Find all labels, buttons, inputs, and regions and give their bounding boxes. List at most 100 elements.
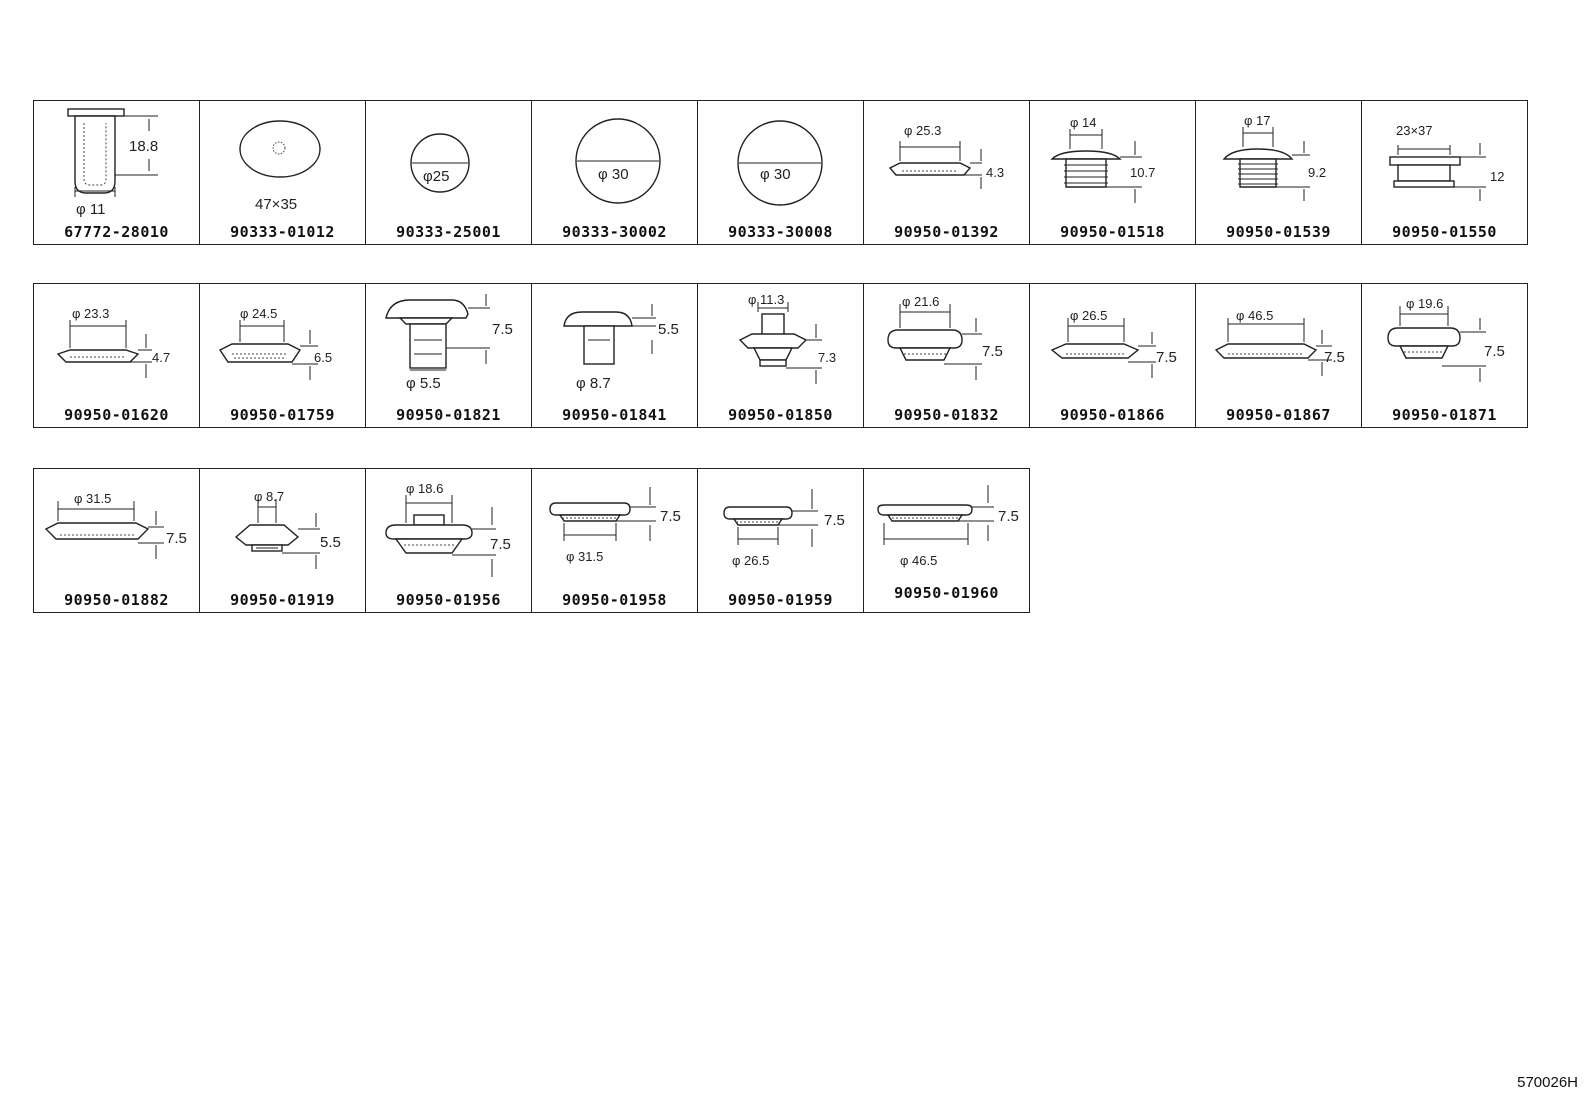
dim-label: φ 46.5	[1236, 308, 1273, 323]
grommet-drawing: φ 19.6 7.5	[1387, 296, 1505, 382]
dim-label: φ 14	[1070, 115, 1097, 130]
part-cell-90333-30002: φ 30 90333-30002	[532, 101, 698, 245]
part-number: 90950-01550	[1392, 223, 1497, 241]
part-cell-90950-01960: 7.5 φ 46.5 90950-01960	[864, 469, 1030, 613]
part-number: 90950-01539	[1226, 223, 1331, 241]
dim-label: 4.7	[152, 350, 170, 365]
part-cell-90950-01850: φ 11.3 7.3 90950-01850	[698, 284, 864, 428]
dim-label: 5.5	[658, 321, 679, 338]
part-cell-90950-01539: φ 17 9.2 90950-01539	[1196, 101, 1362, 245]
grommet-drawing: φ 8.7 5.5	[234, 489, 341, 569]
part-cell-90333-30008: φ 30 90333-30008	[698, 101, 864, 245]
grommet-drawing: φ 14 10.7	[1050, 115, 1155, 203]
part-cell-90950-01550: 23×37 12 90950-01550	[1362, 101, 1528, 245]
part-number: 90333-30002	[562, 223, 667, 241]
grommet-drawing: 7.5 φ 5.5	[385, 294, 513, 392]
round-plug-drawing: φ 30	[737, 120, 823, 206]
part-cell-90950-01871: φ 19.6 7.5 90950-01871	[1362, 284, 1528, 428]
dim-label: 12	[1490, 169, 1504, 184]
round-plug-drawing: φ 30	[575, 118, 661, 204]
grommet-drawing: 7.5 φ 31.5	[549, 487, 681, 564]
part-number: 90950-01392	[894, 223, 999, 241]
part-number: 90950-01956	[396, 591, 501, 609]
part-number: 90950-01620	[64, 406, 169, 424]
dim-label: φ 26.5	[1070, 308, 1107, 323]
dim-label: φ 31.5	[566, 549, 603, 564]
part-cell-90950-01759: φ 24.5 6.5 90950-01759	[200, 284, 366, 428]
dim-label: φ 26.5	[732, 553, 769, 568]
grommet-drawing: 5.5 φ 8.7	[563, 304, 679, 392]
dim-label: φ 24.5	[240, 306, 277, 321]
dim-label: 7.5	[824, 512, 845, 529]
grommet-drawing: φ 17 9.2	[1222, 113, 1326, 201]
grommet-drawing: φ 11.3 7.3	[738, 292, 836, 384]
grommet-drawing: φ 31.5 7.5	[44, 491, 187, 559]
part-cell-90950-01882: φ 31.5 7.5 90950-01882	[34, 469, 200, 613]
part-cell-90950-01620: φ 23.3 4.7 90950-01620	[34, 284, 200, 428]
dim-label: 7.5	[1484, 343, 1505, 360]
part-number: 90950-01832	[894, 406, 999, 424]
parts-row-2: φ 23.3 4.7 90950-01620 φ 24.5 6.5 90950-…	[33, 283, 1528, 428]
dim-label: φ 5.5	[406, 375, 441, 392]
grommet-drawing: 7.5 φ 46.5	[877, 485, 1019, 568]
part-cell-90950-01959: 7.5 φ 26.5 90950-01959	[698, 469, 864, 613]
part-number: 90950-01821	[396, 406, 501, 424]
part-number: 90950-01759	[230, 406, 335, 424]
part-cell-90950-01832: φ 21.6 7.5 90950-01832	[864, 284, 1030, 428]
dim-label: φ 25.3	[904, 123, 941, 138]
grommet-drawing: 7.5 φ 26.5	[723, 489, 845, 568]
part-cell-90950-01956: φ 18.6 7.5 90950-01956	[366, 469, 532, 613]
part-cell-90950-01866: φ 26.5 7.5 90950-01866	[1030, 284, 1196, 428]
grommet-drawing: φ 23.3 4.7	[56, 306, 170, 378]
part-number: 90950-01959	[728, 591, 833, 609]
dim-label: 4.3	[986, 165, 1004, 180]
dim-label: φ 8.7	[254, 489, 284, 504]
part-cell-90333-25001: φ25 90333-25001	[366, 101, 532, 245]
part-cell-90950-01518: φ 14 10.7 90950-01518	[1030, 101, 1196, 245]
dim-label: 7.5	[1324, 349, 1345, 366]
dim-label: 6.5	[314, 350, 332, 365]
dim-label: φ 30	[598, 166, 629, 183]
dim-label: φ 19.6	[1406, 296, 1443, 311]
part-number: 90333-01012	[230, 223, 335, 241]
dim-label: 7.5	[1156, 349, 1177, 366]
part-cell-90950-01867: φ 46.5 7.5 90950-01867	[1196, 284, 1362, 428]
part-number: 90333-30008	[728, 223, 833, 241]
dim-label: 7.5	[998, 508, 1019, 525]
dim-label: φ 30	[760, 166, 791, 183]
part-number: 90950-01960	[894, 584, 999, 602]
dim-label: 7.5	[982, 343, 1003, 360]
parts-row-3: φ 31.5 7.5 90950-01882 φ 8.7 5.5 90950-0…	[33, 468, 1030, 613]
part-number: 90950-01866	[1060, 406, 1165, 424]
part-cell-90950-01392: φ 25.3 4.3 90950-01392	[864, 101, 1030, 245]
dim-label: φ 11	[76, 201, 105, 218]
grommet-drawing: φ 46.5 7.5	[1214, 308, 1345, 376]
part-number: 67772-28010	[64, 223, 169, 241]
oval-plug-drawing: 47×35	[239, 120, 321, 213]
part-number: 90950-01882	[64, 591, 169, 609]
dim-label: 23×37	[1396, 123, 1433, 138]
dim-label: φ 18.6	[406, 481, 443, 496]
dim-label: 47×35	[255, 196, 297, 213]
document-code: 570026H	[1517, 1074, 1578, 1091]
part-cell-90950-01841: 5.5 φ 8.7 90950-01841	[532, 284, 698, 428]
dim-label: 7.5	[492, 321, 513, 338]
part-cell-67772-28010: 18.8 φ 11 67772-28010	[34, 101, 200, 245]
grommet-drawing: φ 26.5 7.5	[1050, 308, 1177, 378]
dim-label: 5.5	[320, 534, 341, 551]
part-number: 90950-01871	[1392, 406, 1497, 424]
round-plug-drawing: φ25	[410, 133, 470, 193]
dim-label: φ 8.7	[576, 375, 611, 392]
part-number: 90950-01958	[562, 591, 667, 609]
dim-label: φ 17	[1244, 113, 1271, 128]
grommet-drawing: φ 21.6 7.5	[887, 294, 1003, 380]
dim-label: φ25	[423, 168, 449, 185]
dim-label: 18.8	[129, 138, 158, 155]
grommet-drawing: φ 24.5 6.5	[218, 306, 332, 380]
dim-label: 7.5	[660, 508, 681, 525]
part-cell-90333-01012: 47×35 90333-01012	[200, 101, 366, 245]
dim-label: 7.5	[490, 536, 511, 553]
dim-label: φ 21.6	[902, 294, 939, 309]
dim-label: φ 46.5	[900, 553, 937, 568]
clip-drawing: 18.8 φ 11	[67, 108, 158, 218]
